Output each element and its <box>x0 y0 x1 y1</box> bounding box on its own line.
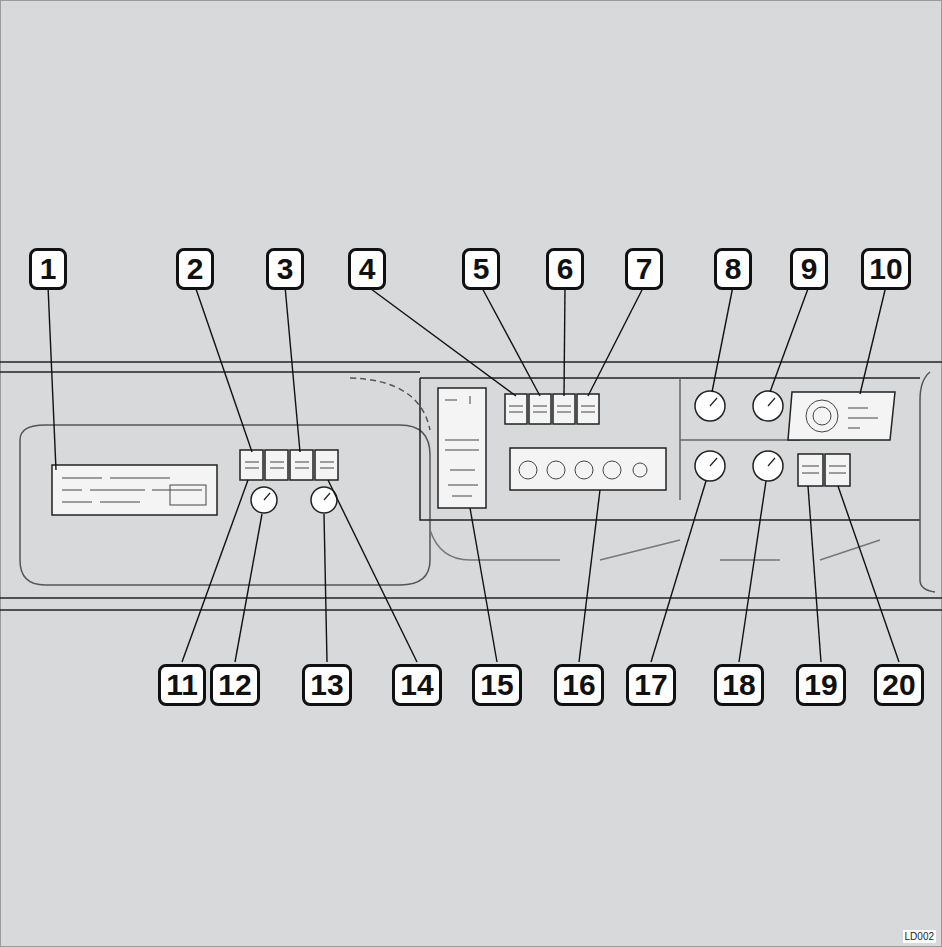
callout-number: 10 <box>869 254 902 284</box>
callout-box: 18 <box>714 664 764 706</box>
callout-number: 6 <box>557 254 574 284</box>
callout-box: 11 <box>158 664 206 706</box>
callout-box: 7 <box>625 248 663 290</box>
callout-number: 5 <box>473 254 490 284</box>
callout-box: 4 <box>348 248 386 290</box>
callout-number: 17 <box>634 670 667 700</box>
callout-number: 2 <box>187 254 204 284</box>
callout-box: 6 <box>546 248 584 290</box>
callout-box: 17 <box>626 664 676 706</box>
callout-number: 8 <box>725 254 742 284</box>
callout-box: 20 <box>874 664 924 706</box>
callout-number: 13 <box>310 670 343 700</box>
callout-number: 15 <box>480 670 513 700</box>
callout-number: 3 <box>277 254 294 284</box>
callout-box: 1 <box>29 248 67 290</box>
callout-number: 16 <box>562 670 595 700</box>
callout-box: 16 <box>554 664 604 706</box>
callout-number: 4 <box>359 254 376 284</box>
callout-box: 8 <box>714 248 752 290</box>
figure-code: LD002 <box>903 930 936 943</box>
callout-box: 14 <box>392 664 442 706</box>
callout-number: 1 <box>40 254 57 284</box>
callout-box: 5 <box>462 248 500 290</box>
callout-box: 15 <box>472 664 522 706</box>
callout-box: 2 <box>176 248 214 290</box>
callout-box: 10 <box>861 248 911 290</box>
callout-box: 3 <box>266 248 304 290</box>
callout-number: 18 <box>722 670 755 700</box>
callout-box: 19 <box>796 664 846 706</box>
callout-number: 12 <box>218 670 251 700</box>
callout-number: 11 <box>166 670 198 700</box>
callout-box: 13 <box>302 664 352 706</box>
callout-number: 9 <box>801 254 818 284</box>
callout-number: 19 <box>804 670 837 700</box>
callout-box: 9 <box>790 248 828 290</box>
callout-number: 14 <box>400 670 433 700</box>
callout-box: 12 <box>210 664 260 706</box>
callout-number: 7 <box>636 254 653 284</box>
callout-number: 20 <box>882 670 915 700</box>
